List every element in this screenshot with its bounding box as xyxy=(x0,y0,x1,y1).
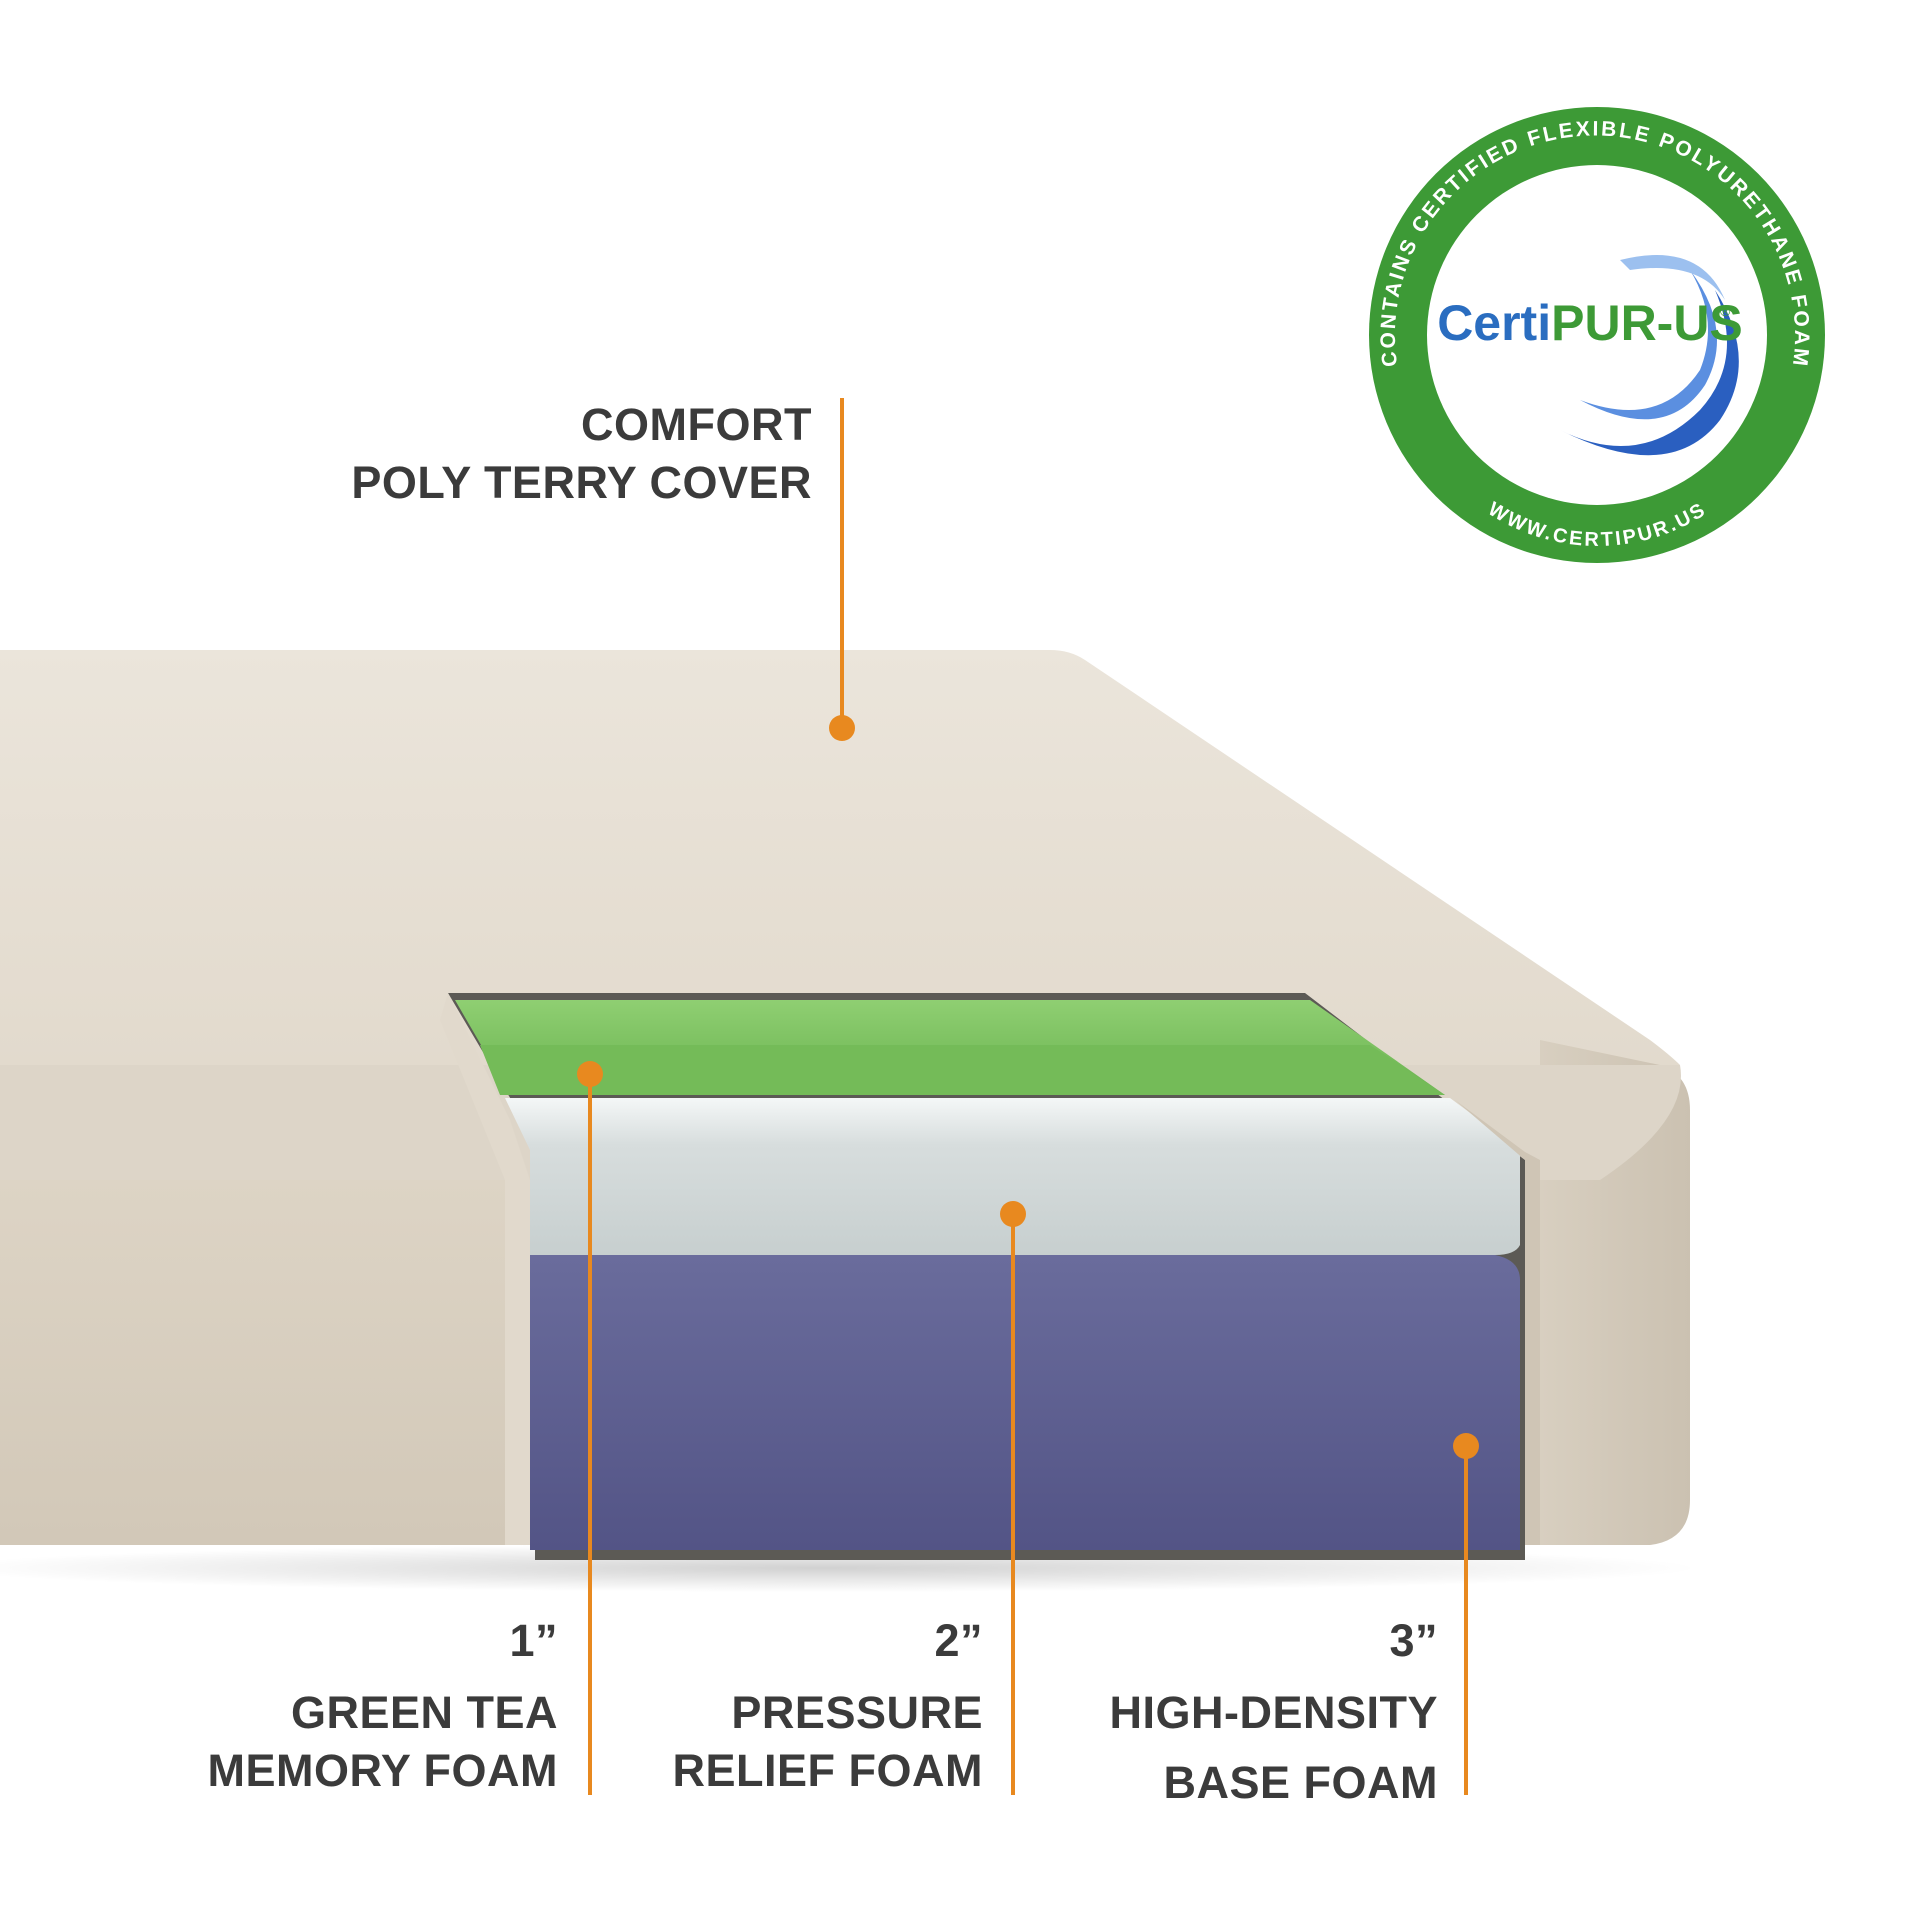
base-label-line1: HIGH-DENSITY xyxy=(1109,1687,1438,1738)
green-tea-label-line2: MEMORY FOAM xyxy=(207,1745,558,1796)
callout-dot-green xyxy=(577,1061,603,1087)
cover-label-line1: COMFORT xyxy=(581,399,812,450)
green-tea-label-line1: GREEN TEA xyxy=(290,1687,558,1738)
callout-dot-base xyxy=(1453,1433,1479,1459)
green-tea-size: 1” xyxy=(509,1615,558,1666)
high-density-base-foam-layer xyxy=(530,1255,1520,1550)
callout-label-cover: COMFORT POLY TERRY COVER xyxy=(351,396,812,512)
pressure-label-line1: PRESSURE xyxy=(731,1687,983,1738)
green-foam-front xyxy=(480,1045,1445,1095)
certipur-badge: CONTAINS CERTIFIED FLEXIBLE POLYURETHANE… xyxy=(1369,107,1825,563)
callout-dots xyxy=(577,715,1479,1459)
badge-registered-mark: ® xyxy=(1720,303,1731,319)
cover-label-line2: POLY TERRY COVER xyxy=(351,457,812,508)
mattress-top-cover xyxy=(0,650,1680,1065)
pressure-relief-foam-layer xyxy=(505,1098,1520,1255)
base-size: 3” xyxy=(1389,1615,1438,1666)
callout-label-pressure-foam: 2” PRESSURE RELIEF FOAM xyxy=(673,1612,983,1800)
callout-lines xyxy=(588,398,1468,1795)
pressure-label-line2: RELIEF FOAM xyxy=(672,1745,983,1796)
pressure-size: 2” xyxy=(934,1615,983,1666)
base-label-line2: BASE FOAM xyxy=(1163,1757,1438,1808)
callout-label-green-tea-foam: 1” GREEN TEA MEMORY FOAM xyxy=(208,1612,559,1800)
badge-swoosh-light xyxy=(1620,255,1725,300)
callout-dot-pressure xyxy=(1000,1201,1026,1227)
cover-cutaway-edge xyxy=(440,993,530,1545)
callout-label-base-foam: 3” HIGH-DENSITY BASE FOAM xyxy=(1109,1612,1438,1812)
callout-dot-cover xyxy=(829,715,855,741)
cover-right-edge xyxy=(1455,1100,1540,1545)
badge-brand-text: CertiPUR-US xyxy=(1437,295,1743,351)
